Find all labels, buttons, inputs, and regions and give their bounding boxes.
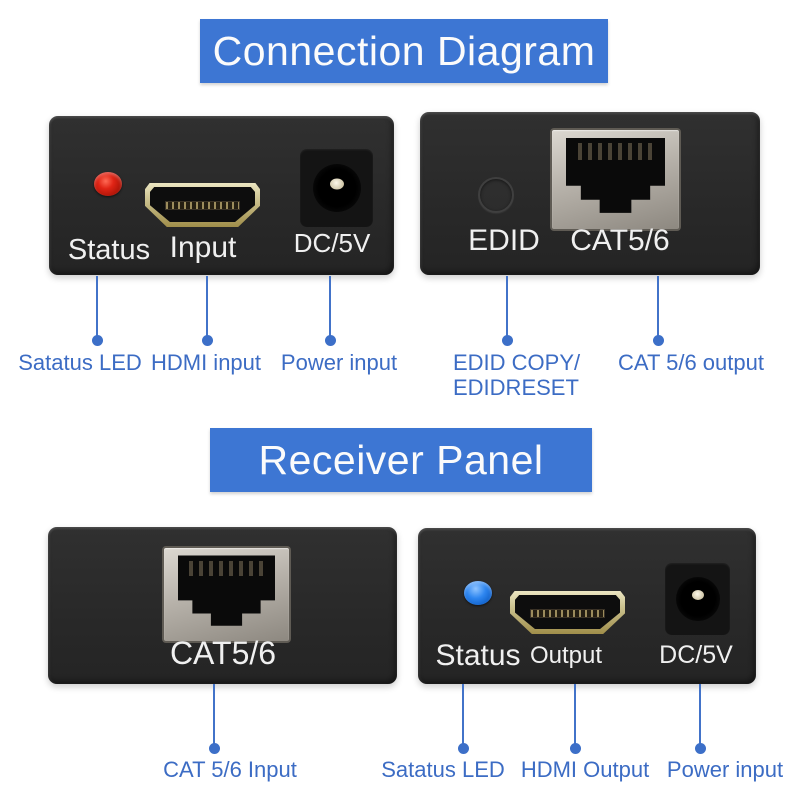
rj45-port-cavity [565,137,666,213]
callout-line [462,684,464,744]
callout-line [329,276,331,337]
hdmi-pin-strip [529,608,606,618]
callout-power-input-tx: Power input [280,350,398,375]
callout-dot [458,743,469,754]
rj45-pin-strip [189,560,264,577]
cat56-silkscreen-label: CAT5/6 [169,635,277,671]
rj45-port-cavity [177,555,276,626]
callout-line [506,276,508,337]
callout-hdmi-output: HDMI Output [520,757,650,782]
transmitter-back-panel: EDID CAT5/6 [420,112,760,275]
dc-power-jack [665,563,730,635]
callout-line [206,276,208,337]
callout-dot [570,743,581,754]
callout-edid-line1: EDID COPY/ [453,350,581,375]
callout-edid-copy-reset: EDID COPY/ EDIDRESET [453,350,580,400]
hdmi-input-port [145,183,260,227]
dc-power-jack [300,149,373,227]
blue-status-led [464,581,492,605]
dc-jack-barrel [675,577,720,621]
callout-cat56-input: CAT 5/6 Input [163,757,297,782]
callout-dot [325,335,336,346]
receiver-front-panel: CAT5/6 [48,527,397,684]
status-silkscreen-label: Status [67,234,151,266]
callout-dot [209,743,220,754]
callout-line [96,276,98,337]
receiver-panel-title: Receiver Panel [258,436,544,483]
edid-button [478,177,514,213]
edid-silkscreen-label: EDID [468,224,540,257]
callout-dot [92,335,103,346]
dc-jack-pin [329,178,344,190]
dc5v-silkscreen-label: DC/5V [293,228,371,258]
callout-hdmi-input: HDMI input [150,350,262,375]
hdmi-pin-strip [164,201,241,210]
callout-edid-line2: EDIDRESET [453,375,579,400]
callout-line [699,684,701,744]
receiver-panel-banner: Receiver Panel [210,428,592,492]
connection-diagram-banner: Connection Diagram [200,19,608,83]
rj45-cat56-input-port [162,546,291,643]
hdmi-port-cavity [150,187,255,222]
rj45-cat56-output-port [550,128,681,231]
callout-dot [653,335,664,346]
receiver-back-panel: Status Output DC/5V [418,528,756,684]
cat56-silkscreen-label: CAT5/6 [570,224,670,257]
callout-line [657,276,659,337]
callout-dot [202,335,213,346]
rj45-pin-strip [577,143,654,161]
callout-status-led-rx: Satatus LED [381,757,505,782]
transmitter-front-panel: Status Input DC/5V [49,116,394,275]
dc-jack-pin [691,590,704,601]
callout-cat56-output: CAT 5/6 output [618,350,764,375]
hdmi-output-port [510,591,625,634]
callout-power-input-rx: Power input [666,757,784,782]
hdmi-port-cavity [515,595,620,629]
red-status-led [94,172,122,196]
connection-diagram-title: Connection Diagram [212,27,596,74]
callout-status-led-tx: Satatus LED [18,350,142,375]
callout-dot [695,743,706,754]
callout-line [574,684,576,744]
output-silkscreen-label: Output [529,642,603,669]
status-silkscreen-label: Status [435,639,521,672]
dc5v-silkscreen-label: DC/5V [659,641,733,669]
callout-dot [502,335,513,346]
dc-jack-barrel [312,164,361,212]
input-silkscreen-label: Input [169,231,237,264]
callout-line [213,684,215,744]
